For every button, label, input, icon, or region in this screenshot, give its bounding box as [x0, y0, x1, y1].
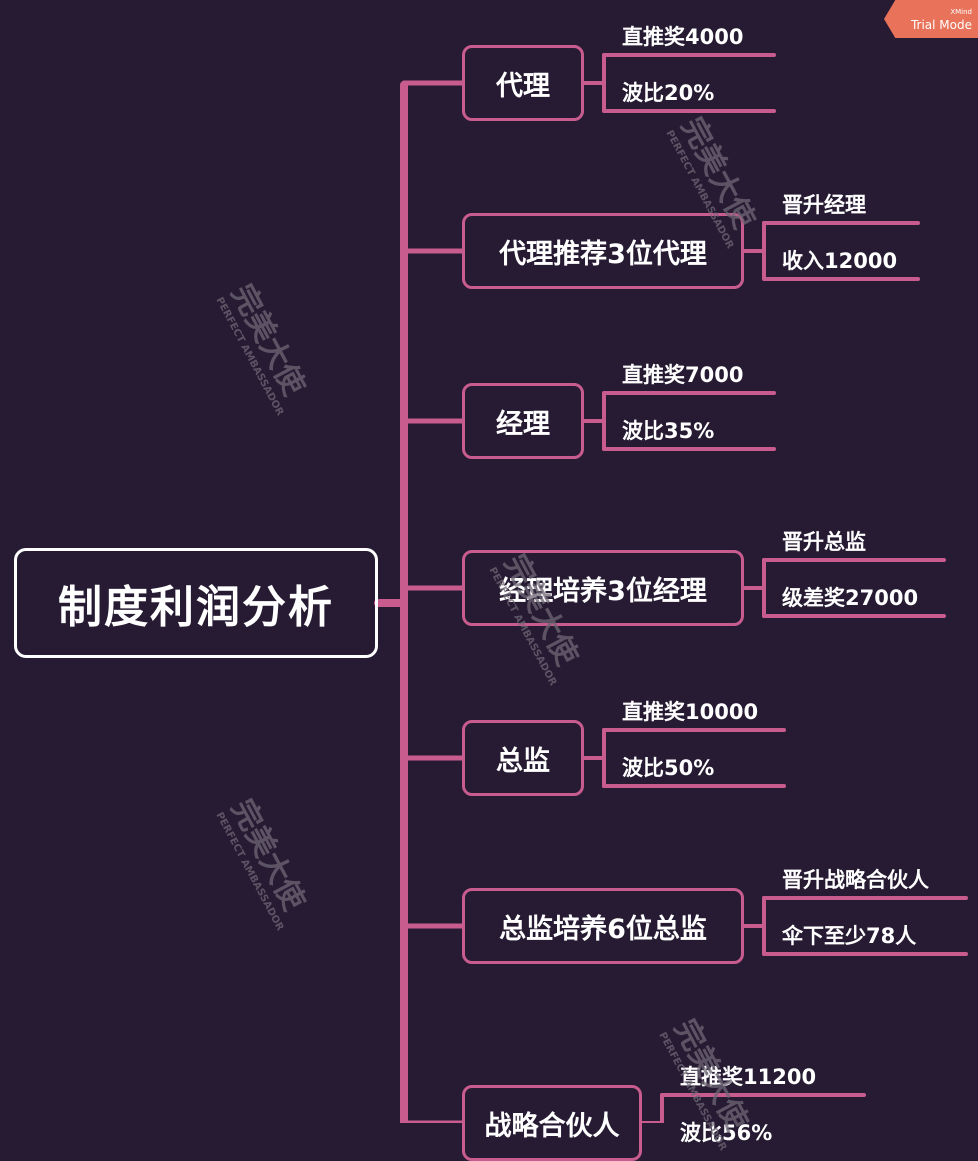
leaf-topic[interactable]: 晋升总监	[782, 530, 866, 554]
leaf-topic[interactable]: 直推奖10000	[622, 700, 759, 724]
branch-topic[interactable]: 代理	[462, 45, 584, 121]
leaf-topic[interactable]: 直推奖4000	[622, 25, 744, 49]
leaf-topic[interactable]: 直推奖11200	[680, 1065, 817, 1089]
leaf-topic[interactable]: 伞下至少78人	[782, 924, 917, 948]
branch-topic[interactable]: 经理培养3位经理	[462, 550, 744, 626]
leaf-topic[interactable]: 收入12000	[782, 249, 898, 273]
branch-topic[interactable]: 总监	[462, 720, 584, 796]
branch-topic[interactable]: 战略合伙人	[462, 1085, 642, 1161]
leaf-topic[interactable]: 波比50%	[622, 756, 715, 780]
leaf-topic[interactable]: 波比20%	[622, 81, 715, 105]
leaf-topic[interactable]: 晋升战略合伙人	[782, 868, 929, 892]
root-topic[interactable]: 制度利润分析	[14, 548, 378, 658]
leaf-topic[interactable]: 直推奖7000	[622, 363, 744, 387]
leaf-topic[interactable]: 晋升经理	[782, 193, 866, 217]
badge-label: Trial Mode	[910, 18, 972, 32]
mindmap-connectors	[374, 53, 968, 1123]
branch-topic[interactable]: 总监培养6位总监	[462, 888, 744, 964]
branch-topic[interactable]: 代理推荐3位代理	[462, 213, 744, 289]
leaf-topic[interactable]: 级差奖27000	[782, 586, 919, 610]
branch-topic[interactable]: 经理	[462, 383, 584, 459]
badge-small-label: XMind	[950, 8, 972, 16]
trial-mode-badge: XMind Trial Mode	[884, 0, 978, 38]
leaf-topic[interactable]: 波比35%	[622, 419, 715, 443]
